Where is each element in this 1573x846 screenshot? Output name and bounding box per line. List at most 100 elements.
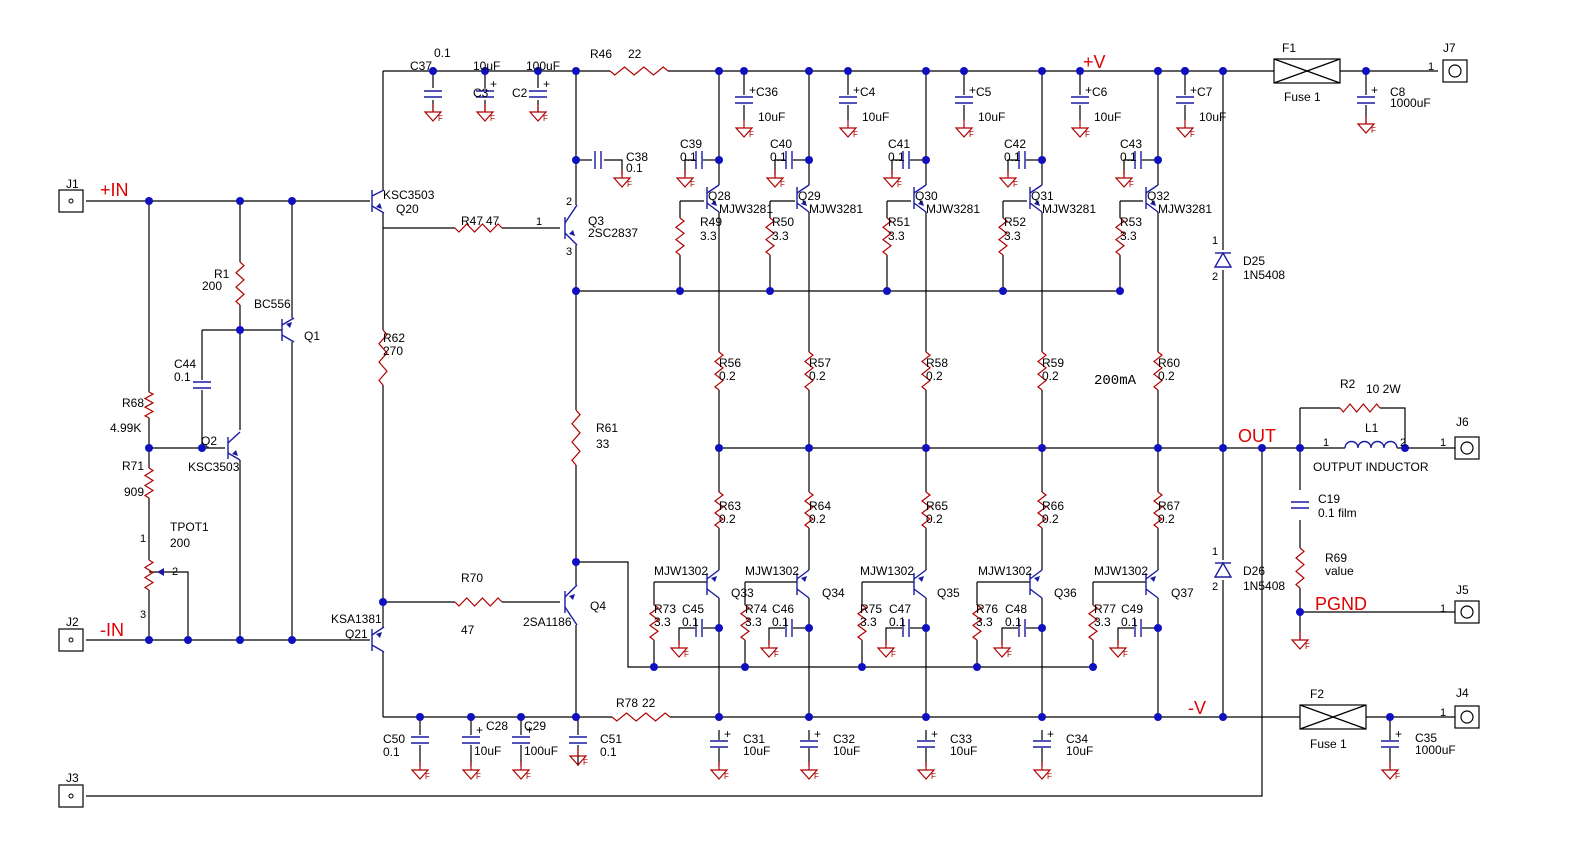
upper-rb-value-3: 3.3 (1004, 229, 1021, 243)
resistor-r70 (454, 597, 503, 607)
junction-dot (1296, 608, 1304, 616)
collector-lead (564, 584, 578, 598)
ground-mark: F (749, 130, 754, 139)
capacitor-upper-supply-c4: + (839, 83, 860, 104)
upper-re-value-0: 0.2 (719, 369, 736, 383)
junction-dot (1038, 444, 1046, 452)
connector-pin (1460, 710, 1474, 724)
junction-dot (1219, 713, 1227, 721)
capacitor-lower-supply-c33: + (917, 727, 938, 748)
emitter-arrow (1150, 200, 1156, 206)
ground-icon: F (612, 170, 632, 189)
upper-q-ref-2: Q30 (915, 189, 938, 203)
lower-cb-value-2: 0.1 (889, 615, 906, 629)
junction-dot (715, 624, 723, 632)
upper-cb-ref-2: C41 (888, 137, 910, 151)
transistor-upper-q28 (706, 184, 720, 213)
transistor-lower-q34 (796, 569, 810, 599)
q2-ref: Q2 (201, 434, 217, 448)
resistor-upper-emitter-r58 (921, 351, 931, 391)
junction-dot (676, 287, 684, 295)
fuse-cross (1273, 58, 1341, 84)
f1-ref: F1 (1282, 41, 1296, 55)
c19-value: 0.1 film (1318, 506, 1357, 520)
junction-dot (1258, 444, 1266, 452)
junction-dot (715, 156, 723, 164)
junction-dot (236, 326, 244, 334)
collector-lead (227, 431, 241, 444)
upper-cs-value-1: 10uF (862, 110, 889, 124)
j5-pin-label: 1 (1440, 603, 1446, 615)
junction-dot (844, 67, 852, 75)
net-label-pos-input: +IN (100, 180, 129, 200)
junction-dot (922, 624, 930, 632)
lower-q-part-1: MJW1302 (745, 564, 799, 578)
capacitor-lower-supply-c32: + (800, 727, 821, 748)
collector-lead (1145, 184, 1159, 194)
j2-label: J2 (66, 615, 79, 629)
ground-mark: F (1395, 772, 1400, 781)
lower-cb-ref-4: C49 (1121, 602, 1143, 616)
capacitor-upper-supply-c5: + (955, 83, 976, 104)
connector-pin (68, 198, 74, 204)
junction-dot (236, 636, 244, 644)
c44-value: 0.1 (174, 370, 191, 384)
emitter-arrow (918, 576, 924, 582)
lower-cs-value-0: 10uF (743, 744, 770, 758)
junction-dot (184, 636, 192, 644)
collector-lead (564, 204, 578, 224)
connector-pin (68, 793, 74, 799)
junction-dot (1362, 67, 1370, 75)
ground-mark: F (897, 180, 902, 189)
connector-j7 (1442, 59, 1468, 83)
lower-rb-ref-3: R76 (976, 602, 998, 616)
junction-dot (481, 67, 489, 75)
junction-dot (1038, 156, 1046, 164)
ground-mark: F (774, 650, 779, 659)
tpot1-pin1: 1 (140, 533, 146, 545)
l1-ref: L1 (1365, 421, 1379, 435)
wire-lower-cb-gnd-0 (678, 627, 695, 645)
lower-q-part-0: MJW1302 (654, 564, 708, 578)
r46-ref: R46 (590, 47, 612, 61)
capacitor-c19 (1291, 501, 1309, 509)
lower-cs-ref-1: C32 (833, 732, 855, 746)
ground-triangle (461, 769, 481, 780)
emitter-arrow (569, 230, 575, 236)
lower-cb-ref-0: C45 (682, 602, 704, 616)
ground-icon: F (410, 762, 430, 781)
junction-dot (805, 624, 813, 632)
lower-re-value-2: 0.2 (926, 512, 943, 526)
junction-dot (198, 444, 206, 452)
upper-cs-ref-1: C4 (860, 85, 876, 99)
collector-lead (796, 184, 810, 194)
ground-icon: F (799, 762, 819, 781)
upper-q-part-1: MJW3281 (809, 202, 863, 216)
ground-triangle (998, 177, 1018, 188)
c2-value: 100uF (526, 59, 560, 73)
emitter-lead (371, 205, 385, 214)
wire-q4-bias (575, 465, 1092, 668)
inductor-coil (1344, 440, 1398, 449)
ground-mark: F (853, 130, 858, 139)
lower-rb-value-4: 3.3 (1094, 615, 1111, 629)
junction-dot (999, 287, 1007, 295)
lower-cs-ref-2: C33 (950, 732, 972, 746)
polarity-plus: + (543, 77, 550, 91)
polarity-plus: + (969, 83, 976, 97)
ground-icon: F (916, 762, 936, 781)
c28-value: 10uF (474, 744, 501, 758)
upper-rb-value-2: 3.3 (888, 229, 905, 243)
c35-ref: C35 (1415, 731, 1437, 745)
resistor-lower-base-r76 (971, 604, 983, 641)
resistor-upper-emitter-r59 (1037, 351, 1047, 391)
ground-icon: F (1108, 640, 1128, 659)
ground-mark: F (583, 758, 588, 767)
capacitor-upper-base-c41 (902, 151, 910, 169)
ground-mark: F (1007, 650, 1012, 659)
ground-triangle (1356, 123, 1376, 134)
ground-triangle (1175, 127, 1195, 138)
junction-dot (467, 713, 475, 721)
resistor-lower-base-r74 (739, 604, 751, 641)
r47-pin: 1 (536, 216, 542, 228)
